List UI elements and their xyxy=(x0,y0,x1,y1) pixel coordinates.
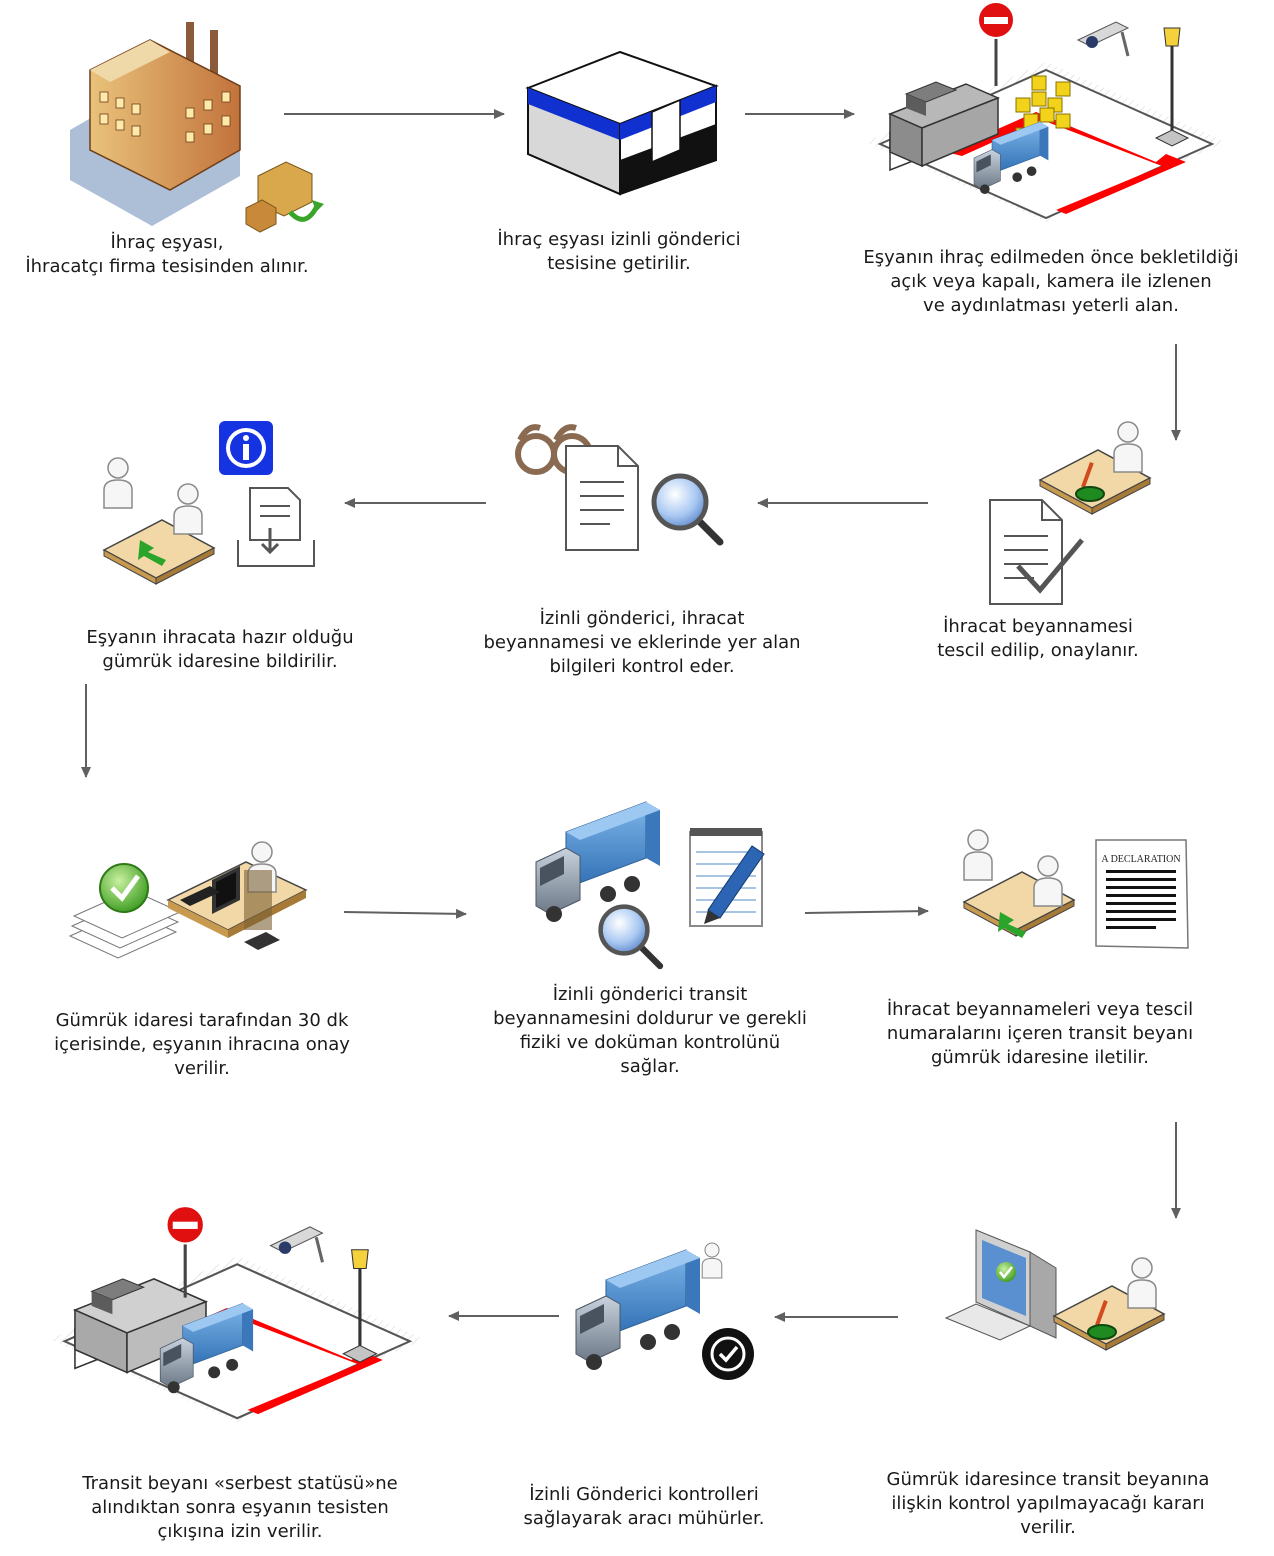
computer-monitor-icon xyxy=(212,866,240,914)
exit-release-icon xyxy=(48,1205,426,1424)
declaration-submission-icon: A DECLARATION xyxy=(963,829,1189,949)
caption-line: içerisinde, eşyanın ihracına onay xyxy=(54,1034,350,1055)
security-camera-icon xyxy=(269,1226,324,1263)
document-check-icon xyxy=(989,499,1084,605)
registration-desk-icon xyxy=(989,421,1151,605)
arrow-8-to-9 xyxy=(804,906,929,917)
flow-arrows xyxy=(81,109,1181,1322)
paper-stack-icon xyxy=(68,889,182,959)
caption-line: fiziki ve doküman kontrolünü xyxy=(519,1032,781,1053)
computer-decision-icon xyxy=(944,1229,1165,1351)
caption-line: Gümrük idaresince transit beyanına xyxy=(886,1469,1210,1490)
caption-line: verilir. xyxy=(1020,1517,1076,1538)
caption-line: gümrük idaresine bildirilir. xyxy=(102,651,338,672)
truck-inspection-notepad-icon xyxy=(535,801,765,966)
caption-line: çıkışına izin verilir. xyxy=(157,1521,323,1542)
caption-line: İhracat beyannamesi xyxy=(943,616,1133,637)
caption-line: İzinli Gönderici kontrolleri xyxy=(529,1484,759,1505)
step-6-caption: Eşyanın ihracata hazır olduğu gümrük ida… xyxy=(45,626,395,674)
caption-line: İhraç eşyası izinli gönderici xyxy=(497,229,741,250)
document-inspection-icon xyxy=(515,424,720,551)
caption-line: tesisine getirilir. xyxy=(547,253,691,274)
caption-line: numaralarını içeren transit beyanı xyxy=(886,1023,1194,1044)
step-5-caption: İzinli gönderici, ihracat beyannamesi ve… xyxy=(462,607,822,679)
caption-line: Transit beyanı «serbest statüsü»ne xyxy=(82,1473,398,1494)
customs-officer-approval-icon xyxy=(68,841,308,959)
warehouse-icon xyxy=(525,50,719,196)
caption-line: ilişkin kontrol yapılmayacağı kararı xyxy=(891,1493,1205,1514)
caption-line: ve aydınlatması yeterli alan. xyxy=(923,295,1179,316)
truck-seal-icon xyxy=(575,1242,754,1380)
caption-line: tescil edilip, onaylanır. xyxy=(937,640,1139,661)
info-icon xyxy=(219,421,273,475)
step-11-caption: İzinli Gönderici kontrolleri sağlayarak … xyxy=(484,1483,804,1531)
security-camera-icon xyxy=(1076,21,1130,57)
step-3-caption: Eşyanın ihraç edilmeden önce bekletildiğ… xyxy=(836,246,1266,318)
caption-line: alındıktan sonra eşyanın tesisten xyxy=(91,1497,389,1518)
caption-line: bilgileri kontrol eder. xyxy=(549,656,735,677)
step-8-caption: İzinli gönderici transit beyannamesini d… xyxy=(470,983,830,1079)
step-2-caption: İhraç eşyası izinli gönderici tesisine g… xyxy=(454,228,784,276)
caption-line: sağlar. xyxy=(620,1056,680,1077)
step-9-caption: İhracat beyannameleri veya tescil numara… xyxy=(860,998,1220,1070)
monitored-area-icon xyxy=(865,1,1227,223)
caption-line: gümrük idaresine iletilir. xyxy=(930,1047,1150,1068)
caption-line: beyannamesi ve eklerinde yer alan xyxy=(483,632,801,653)
notepad-pen-icon xyxy=(689,828,765,927)
arrow-7-to-8 xyxy=(343,908,467,919)
inbox-tray-icon xyxy=(237,487,315,567)
caption-line: İhracat beyannameleri veya tescil xyxy=(886,999,1194,1020)
declaration-heading: A DECLARATION xyxy=(1101,854,1180,865)
step-10-caption: Gümrük idaresince transit beyanına ilişk… xyxy=(858,1468,1238,1540)
notification-meeting-icon xyxy=(103,421,315,585)
caption-line: Eşyanın ihracata hazır olduğu xyxy=(86,627,354,648)
telephone-icon xyxy=(244,932,280,950)
street-lamp-icon xyxy=(342,1249,378,1363)
seal-check-icon xyxy=(702,1328,754,1380)
boxes-transfer-icon xyxy=(245,161,324,233)
computer-icon xyxy=(944,1229,1057,1341)
caption-line: Eşyanın ihraç edilmeden önce bekletildiğ… xyxy=(863,247,1239,268)
factory-icon xyxy=(70,22,324,233)
caption-line: İzinli gönderici transit xyxy=(552,984,748,1005)
caption-line: verilir. xyxy=(174,1058,230,1079)
step-7-caption: Gümrük idaresi tarafından 30 dk içerisin… xyxy=(22,1009,382,1081)
caption-line: Gümrük idaresi tarafından 30 dk xyxy=(55,1010,349,1031)
approved-check-icon xyxy=(99,863,149,913)
caption-line: beyannamesini doldurur ve gerekli xyxy=(493,1008,807,1029)
street-lamp-icon xyxy=(1154,27,1190,147)
step-1-caption: İhraç eşyası, İhracatçı firma tesisinden… xyxy=(2,231,332,279)
declaration-document-icon: A DECLARATION xyxy=(1095,839,1189,949)
caption-line: İhraç eşyası, xyxy=(110,232,224,253)
caption-line: İhracatçı firma tesisinden alınır. xyxy=(25,256,309,277)
caption-line: sağlayarak aracı mühürler. xyxy=(523,1508,765,1529)
caption-line: İzinli gönderici, ihracat xyxy=(539,608,745,629)
caption-line: açık veya kapalı, kamera ile izlenen xyxy=(890,271,1212,292)
step-4-caption: İhracat beyannamesi tescil edilip, onayl… xyxy=(888,615,1188,663)
step-12-caption: Transit beyanı «serbest statüsü»ne alınd… xyxy=(50,1472,430,1544)
